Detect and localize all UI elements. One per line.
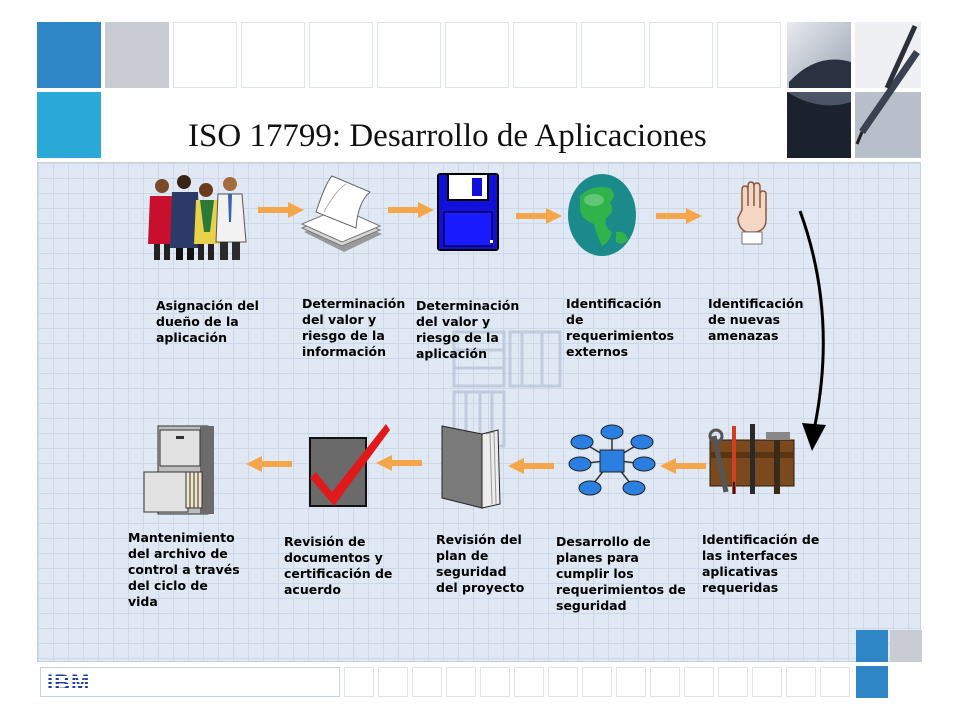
flow-arrow-left-icon (246, 456, 292, 472)
book-icon (441, 425, 501, 509)
flow-arrow-right-icon (516, 208, 562, 224)
stop-hand-icon (737, 181, 767, 245)
footer-tile (752, 667, 782, 697)
footer-tile (786, 667, 816, 697)
header-tile (105, 22, 169, 88)
footer-tile (378, 667, 408, 697)
footer-tile (718, 667, 748, 697)
step-label: Identificación de las interfaces aplicat… (702, 532, 820, 595)
flow-arrow-left-icon (660, 458, 706, 474)
footer-tile (684, 667, 714, 697)
floppy-disk-icon (437, 173, 499, 251)
flow-arrow-right-icon (388, 202, 434, 218)
checkmark-icon (309, 424, 390, 507)
flow-arrow-left-icon (508, 458, 554, 474)
step-label: Revisión de documentos y certificación d… (284, 534, 393, 597)
flow-arrow-right-icon (258, 202, 304, 218)
footer-tile (616, 667, 646, 697)
filing-cabinet-icon (143, 425, 214, 515)
header-tile (37, 92, 101, 158)
header-tile (241, 22, 305, 88)
flow-arrow-right-icon (656, 208, 702, 224)
footer-tile (650, 667, 680, 697)
header-tile (445, 22, 509, 88)
step-label: Identificación de requerimientos externo… (566, 296, 675, 359)
step-label: Determinación del valor y riesgo de la a… (416, 298, 520, 361)
footer-tile (548, 667, 578, 697)
footer-tile (514, 667, 544, 697)
header-photo (787, 22, 921, 158)
footer-tile (582, 667, 612, 697)
flow-arrow-left-icon (376, 455, 422, 471)
footer-tile (890, 630, 922, 662)
step-label: Asignación del dueño de la aplicación (156, 298, 259, 345)
people-icon (148, 175, 247, 260)
header-tile (649, 22, 713, 88)
header-tile (37, 22, 101, 88)
header-tile (581, 22, 645, 88)
step-label: Identificación de nuevas amenazas (708, 296, 804, 343)
step-label: Determinación del valor y riesgo de la i… (302, 296, 406, 359)
footer-tile (412, 667, 442, 697)
header-tile (377, 22, 441, 88)
curved-arrow-down-icon (798, 210, 826, 451)
header-tile (717, 22, 781, 88)
network-diagram-icon (568, 424, 656, 496)
step-label: Mantenimiento del archivo de control a t… (128, 530, 240, 609)
footer-tile (856, 666, 888, 698)
footer-tile (344, 667, 374, 697)
header-tile (309, 22, 373, 88)
paper-stack-icon (300, 175, 382, 252)
globe-icon (568, 174, 636, 256)
footer-tile (480, 667, 510, 697)
toolbox-icon (708, 424, 795, 494)
page-title: ISO 17799: Desarrollo de Aplicaciones (188, 118, 707, 154)
step-label: Revisión del plan de seguridad del proye… (436, 532, 525, 595)
header-tile (173, 22, 237, 88)
footer-tile (820, 667, 850, 697)
ibm-logo: IBM (47, 670, 91, 695)
header-tile (513, 22, 577, 88)
step-label: Desarrollo de planes para cumplir los re… (556, 534, 686, 613)
footer-tile (856, 630, 888, 662)
brand-logo-bar: IBM (40, 667, 340, 697)
footer-tile (446, 667, 476, 697)
